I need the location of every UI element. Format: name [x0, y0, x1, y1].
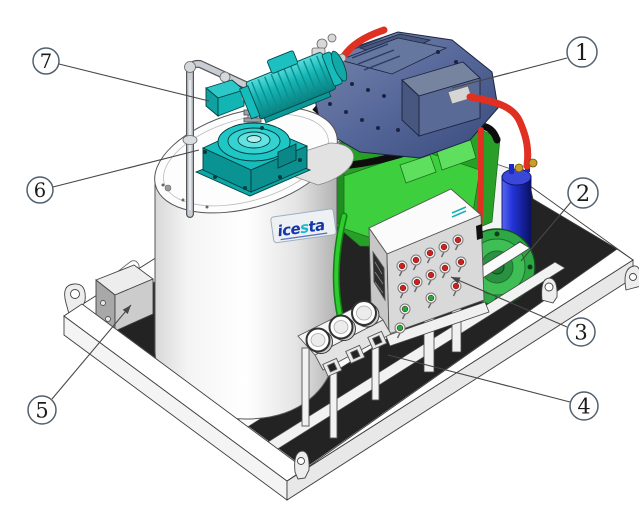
terminal-box — [367, 330, 388, 350]
callout-3: 3 — [450, 276, 596, 347]
callout-circle-5 — [27, 395, 57, 425]
callout-circle-4 — [569, 391, 599, 421]
pressure-gauge — [328, 314, 356, 341]
gauge-rack — [297, 300, 392, 439]
drum-cover-plate — [260, 142, 354, 186]
leader-line-6 — [52, 149, 200, 188]
compressor — [295, 26, 501, 172]
callout-6: 6 — [26, 149, 200, 204]
brand-label-text-3: ta — [307, 216, 326, 236]
callout-circle-1 — [566, 36, 598, 68]
brand-label: icesta — [270, 208, 337, 244]
callout-number-6: 6 — [34, 179, 46, 202]
leader-line-5 — [51, 304, 132, 400]
callout-circle-6 — [26, 176, 54, 204]
indicator-light-1 — [396, 260, 408, 277]
discharge-pipe-top — [340, 26, 388, 60]
callout-number-2: 2 — [576, 181, 590, 207]
pressure-gauge — [351, 300, 380, 328]
leader-arrow-5 — [122, 305, 131, 315]
callout-number-4: 4 — [577, 394, 590, 418]
terminal-box — [322, 357, 343, 377]
callout-1: 1 — [451, 36, 598, 89]
callout-number-7: 7 — [40, 50, 52, 73]
pipe-junction-box — [205, 79, 245, 117]
brand-label-text-1: ice — [276, 219, 301, 240]
leader-line-1 — [451, 57, 568, 89]
lifting-lug-front — [294, 450, 310, 480]
leader-line-7 — [58, 63, 210, 102]
valve-box — [95, 260, 154, 332]
callout-number-5: 5 — [35, 398, 48, 422]
skid-frame-front-rails — [63, 248, 634, 501]
indicator-light-6 — [397, 282, 409, 299]
indicator-light-14 — [394, 322, 406, 339]
water-inlet-pipes — [182, 59, 265, 218]
valve-fittings — [311, 33, 337, 57]
callout-number-3: 3 — [574, 320, 587, 344]
leader-line-4 — [387, 354, 571, 403]
callout-layer: 1 2 3 4 5 6 7 — [26, 36, 599, 425]
indicator-light-12 — [425, 292, 437, 309]
leader-line-3 — [450, 276, 568, 328]
callout-number-1: 1 — [575, 40, 589, 66]
svg-text:icesta: icesta — [276, 216, 326, 240]
indicator-light-10 — [455, 256, 467, 273]
indicator-light-7 — [411, 276, 423, 293]
indicator-light-8 — [425, 269, 437, 286]
leader-arrow-3 — [451, 277, 461, 284]
terminal-box — [345, 344, 366, 364]
callout-4: 4 — [387, 354, 599, 421]
lifting-lug-right — [541, 265, 639, 304]
callout-circle-7 — [32, 47, 60, 75]
indicator-light-4 — [438, 241, 450, 258]
gear-reducer — [194, 105, 312, 197]
callout-2: 2 — [520, 177, 599, 262]
callout-5: 5 — [27, 304, 132, 425]
indicator-light-2 — [410, 254, 422, 271]
leader-line-2 — [520, 201, 572, 262]
indicator-light-3 — [424, 247, 436, 264]
callout-circle-2 — [567, 177, 599, 209]
brand-label-text-2: s — [299, 218, 310, 237]
refrigerant-pipes — [447, 85, 538, 233]
indicator-light-11 — [399, 303, 411, 320]
indicator-light-9 — [439, 262, 451, 279]
indicator-light-5 — [452, 234, 464, 251]
callout-circle-3 — [566, 317, 596, 347]
pressure-gauge — [305, 327, 333, 354]
indicator-lights — [394, 234, 467, 339]
drive-motor — [238, 50, 348, 124]
callout-7: 7 — [32, 47, 210, 102]
